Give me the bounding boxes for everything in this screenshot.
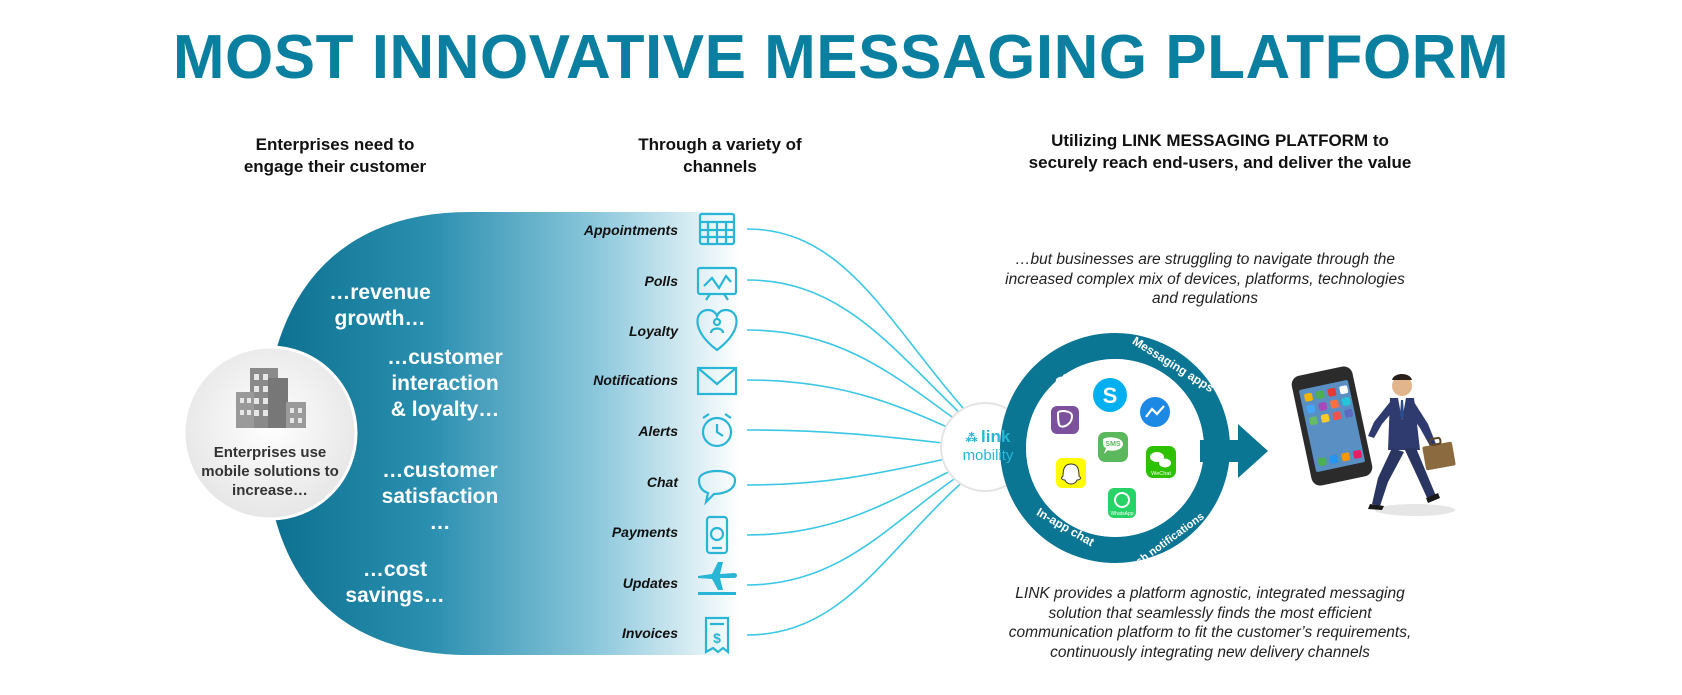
- snapchat-icon: [1056, 458, 1086, 488]
- benefit-line: …cost: [362, 558, 428, 581]
- messenger-icon: [1140, 397, 1170, 427]
- channel-label-updates: Updates: [622, 575, 678, 591]
- channel-label-notifications: Notifications: [593, 372, 678, 388]
- benefit-customer-interaction: …customer interaction & loyalty…: [375, 345, 515, 423]
- right-header-line1: Utilizing LINK MESSAGING PLATFORM to: [1051, 131, 1389, 150]
- svg-text:S: S: [1103, 383, 1118, 408]
- channel-label-payments: Payments: [611, 524, 678, 540]
- enterprise-line3: increase…: [232, 482, 308, 499]
- whatsapp-icon: WhatsApp: [1108, 488, 1136, 518]
- heart-icon: [696, 308, 738, 352]
- struggle-line: increased complex mix of devices, platfo…: [1005, 270, 1405, 288]
- smartphone-image: [1291, 366, 1373, 486]
- businessman-image: [1368, 374, 1456, 516]
- envelope-icon: [696, 366, 738, 396]
- right-header-line2: securely reach end-users, and deliver th…: [1028, 153, 1412, 172]
- logo-word-link: ⁂ link: [952, 428, 1024, 447]
- enterprise-circle-text: Enterprises use mobile solutions to incr…: [190, 443, 350, 500]
- channel-label-chat: Chat: [646, 474, 678, 490]
- benefit-line: savings…: [345, 584, 445, 607]
- left-column-header: Enterprises need to engage their custome…: [205, 134, 465, 178]
- delivery-arrow: [1200, 424, 1268, 478]
- left-header-line1: Enterprises need to: [255, 135, 415, 154]
- alarm-clock-icon: [701, 413, 733, 448]
- middle-column-header: Through a variety of channels: [590, 134, 850, 178]
- speech-bubble-icon: [697, 469, 737, 506]
- benefit-line: & loyalty…: [390, 398, 500, 421]
- enterprise-circle: [182, 345, 358, 521]
- svg-text:$: $: [713, 630, 721, 646]
- provides-line: solution that seamlessly finds the most …: [1048, 604, 1372, 622]
- logo-word-mobility: mobility: [962, 447, 1014, 464]
- building-icon: [236, 368, 306, 428]
- left-header-line2: engage their customer: [243, 157, 427, 176]
- airplane-icon: [698, 562, 737, 595]
- channel-label-loyalty: Loyalty: [628, 323, 678, 339]
- sms-icon-label: SMS: [1105, 441, 1121, 448]
- receipt-icon: $: [704, 616, 730, 655]
- benefit-line: …customer: [387, 346, 503, 369]
- benefit-line: satisfaction: [381, 485, 499, 508]
- viber-icon: [1051, 406, 1079, 434]
- struggle-line: …but businesses are struggling to naviga…: [1015, 251, 1395, 268]
- calendar-icon: [698, 212, 736, 246]
- logo-link-text: link: [981, 427, 1011, 446]
- provides-line: continuously integrating new delivery ch…: [1050, 643, 1370, 661]
- page-title: MOST INNOVATIVE MESSAGING PLATFORM: [172, 23, 1510, 92]
- struggle-text: …but businesses are struggling to naviga…: [970, 250, 1440, 309]
- benefit-line: …: [429, 511, 451, 534]
- channel-label-invoices: Invoices: [621, 625, 678, 641]
- benefit-customer-satisfaction: …customer satisfaction …: [370, 458, 510, 536]
- middle-header-line2: channels: [683, 157, 757, 176]
- provides-line: LINK provides a platform agnostic, integ…: [1015, 585, 1405, 602]
- link-logo-icon: ⁂: [965, 431, 982, 445]
- channel-label-appointments: Appointments: [583, 222, 678, 238]
- benefit-line: …revenue: [329, 281, 431, 304]
- middle-header-line1: Through a variety of: [638, 135, 802, 154]
- channel-label-alerts: Alerts: [638, 423, 678, 439]
- gradient-backdrop: [265, 212, 740, 655]
- wechat-icon: WeChat: [1146, 446, 1176, 478]
- right-column-header: Utilizing LINK MESSAGING PLATFORM to sec…: [960, 130, 1480, 174]
- benefit-cost-savings: …cost savings…: [330, 557, 460, 609]
- struggle-line: and regulations: [1152, 290, 1258, 307]
- mobile-payment-icon: [705, 515, 729, 555]
- benefit-revenue-growth: …revenue growth…: [315, 280, 445, 332]
- provides-line: communication platform to fit the custom…: [1008, 624, 1412, 641]
- whatsapp-icon-label: WhatsApp: [1110, 511, 1133, 517]
- benefit-line: interaction: [391, 372, 499, 395]
- wechat-icon-label: WeChat: [1151, 471, 1171, 477]
- channel-label-polls: Polls: [644, 273, 678, 289]
- enterprise-line1: Enterprises use: [213, 444, 327, 461]
- sms-icon: SMS: [1098, 432, 1128, 462]
- benefit-line: …customer: [382, 459, 498, 482]
- enterprise-line2: mobile solutions to: [201, 463, 339, 480]
- chart-monitor-icon: [696, 266, 738, 301]
- link-provides-text: LINK provides a platform agnostic, integ…: [975, 584, 1445, 662]
- link-mobility-logo: ⁂ link mobility: [952, 428, 1024, 464]
- skype-icon: S: [1093, 378, 1127, 412]
- benefit-line: growth…: [334, 307, 426, 330]
